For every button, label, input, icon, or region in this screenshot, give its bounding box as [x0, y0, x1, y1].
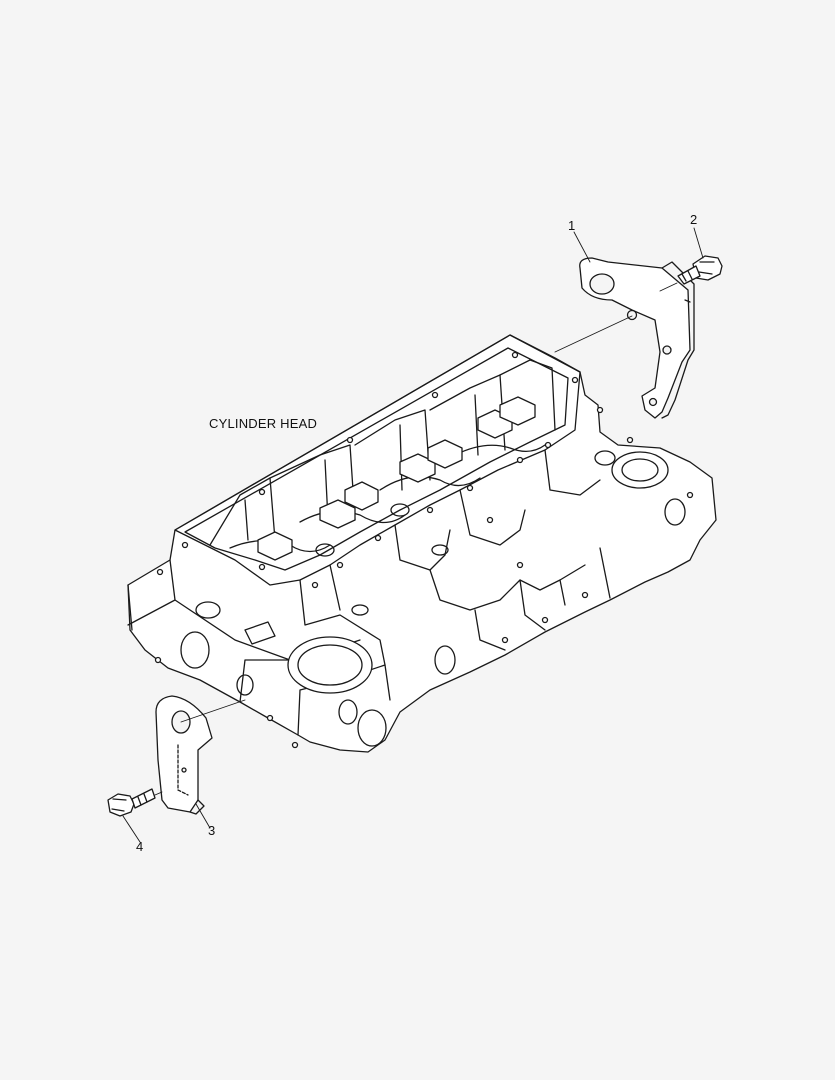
rear-lifting-bracket: [155, 695, 213, 815]
callout-3: 3: [208, 823, 216, 838]
cylinder-head-label: CYLINDER HEAD: [209, 416, 318, 431]
callout-2: 2: [690, 212, 698, 227]
bolt-part-2: [677, 255, 723, 285]
leader-lines: [122, 227, 704, 843]
bolt-part-4: [107, 788, 156, 817]
callout-1: 1: [568, 218, 576, 233]
callout-4: 4: [136, 839, 144, 854]
front-lifting-bracket: [579, 257, 695, 419]
cylinder-head: [127, 334, 717, 753]
